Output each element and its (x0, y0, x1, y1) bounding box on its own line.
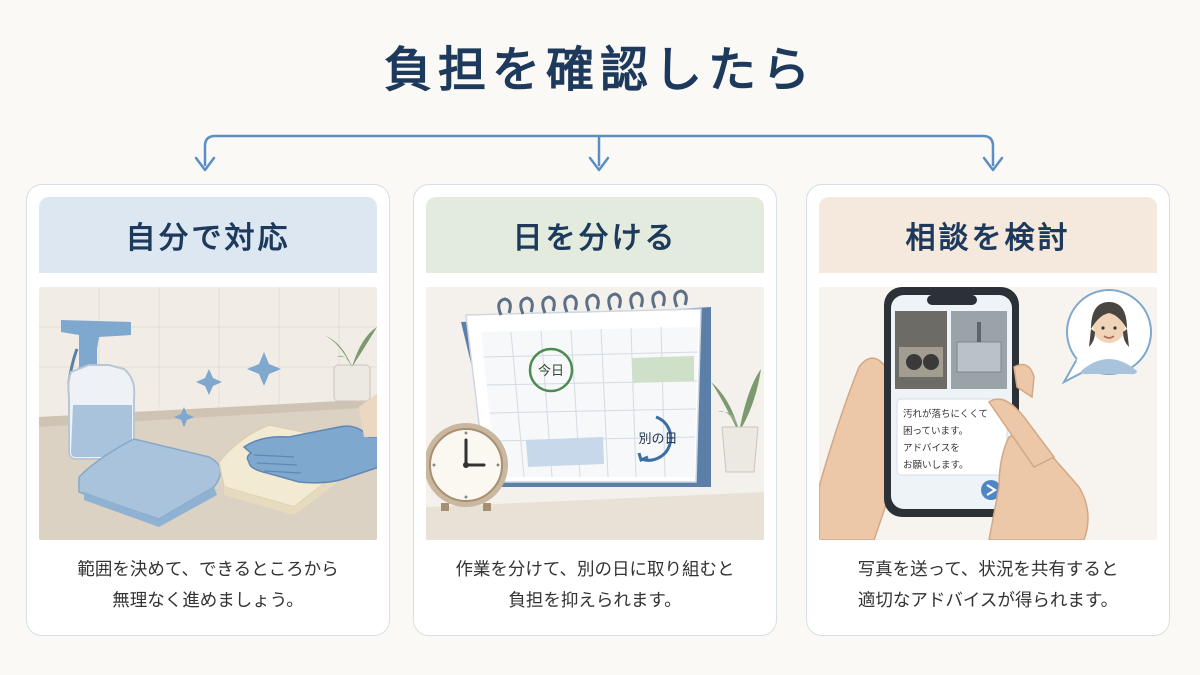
calendar-icon: 今日 別の日 (461, 289, 711, 487)
plant-icon (324, 327, 377, 402)
card-description: 作業を分けて、別の日に取り組むと 負担を抑えられます。 (426, 555, 764, 617)
calendar-clock-icon: 今日 別の日 (426, 287, 764, 540)
message-line: 困っています。 (903, 426, 968, 437)
description-line: 負担を抑えられます。 (508, 591, 682, 611)
advisor-avatar-icon (1061, 289, 1152, 385)
description-line: 作業を分けて、別の日に取り組むと (455, 560, 735, 580)
description-line: 無理なく進めましょう。 (112, 591, 304, 611)
branch-arrows (194, 134, 1004, 172)
description-line: 写真を送って、状況を共有すると (857, 560, 1119, 580)
card-heading: 自分で対応 (39, 197, 377, 273)
card-consultation: 相談を検討 汚れが落ちにくくて 困っています。 アドバイスを お願いし (806, 184, 1170, 636)
card-self-handle: 自分で対応 (26, 184, 390, 636)
spray-bottle-icon (61, 320, 136, 460)
message-line: アドバイスを (903, 443, 960, 454)
card-heading: 相談を検討 (819, 197, 1157, 273)
arrow-center-icon (588, 156, 610, 172)
card-heading: 日を分ける (426, 197, 764, 273)
description-line: 範囲を決めて、できるところから (77, 560, 339, 580)
description-line: 適切なアドバイスが得られます。 (857, 591, 1119, 611)
plant-icon (711, 369, 761, 473)
send-icon (981, 480, 1001, 500)
clock-icon (426, 423, 508, 511)
glove-icon (242, 425, 377, 484)
page-title: 負担を確認したら (383, 42, 816, 98)
card-description: 写真を送って、状況を共有すると 適切なアドバイスが得られます。 (819, 555, 1157, 617)
calendar-other-day-label: 別の日 (638, 432, 677, 447)
arrow-right-icon (982, 156, 1004, 172)
message-line: 汚れが落ちにくくて (903, 408, 988, 420)
message-line: お願いします。 (903, 460, 969, 471)
cleaning-spray-cloth-icon (39, 287, 377, 540)
blue-cloth-icon (78, 438, 222, 520)
smartphone-icon: 汚れが落ちにくくて 困っています。 アドバイスを お願いします。 (884, 287, 1019, 517)
phone-consultation-icon: 汚れが落ちにくくて 困っています。 アドバイスを お願いします。 (819, 287, 1157, 540)
card-split-days: 日を分ける (413, 184, 777, 636)
arrow-left-icon (194, 156, 216, 172)
card-description: 範囲を決めて、できるところから 無理なく進めましょう。 (39, 555, 377, 617)
calendar-today-label: 今日 (538, 363, 564, 379)
